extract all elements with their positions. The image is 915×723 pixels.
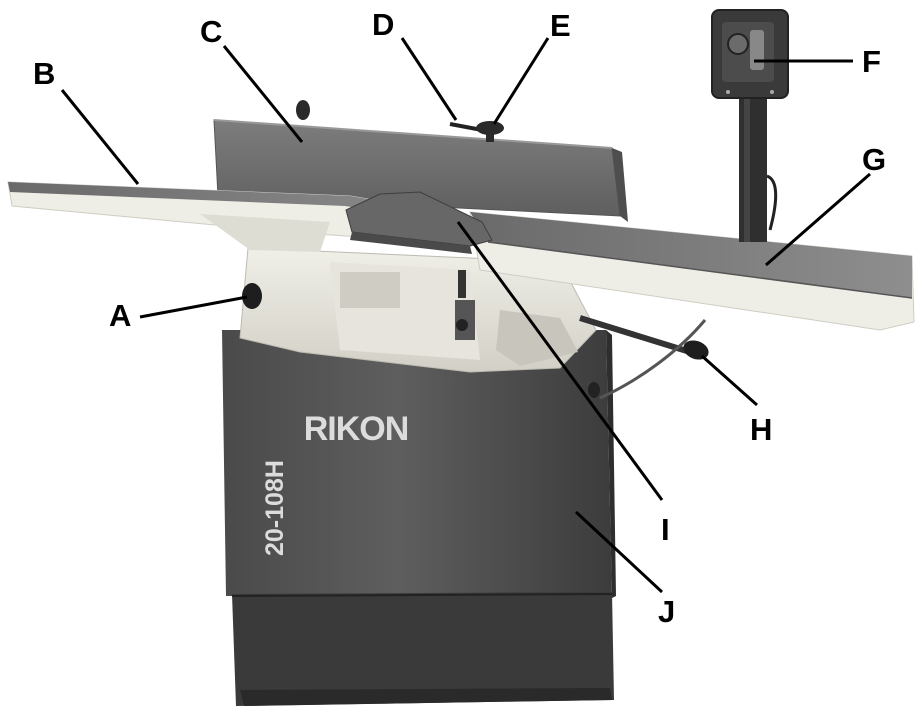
callout-H: H [701,354,772,447]
fence [213,100,628,222]
outfeed-table [469,211,915,331]
callout-label-D: D [372,7,394,42]
callout-label-A: A [109,298,131,333]
callout-B: B [33,56,140,185]
callout-J: J [574,510,675,629]
callout-label-G: G [862,142,886,177]
brand-logo-text: RIKON [304,410,409,448]
callout-E: E [492,8,571,125]
callout-label-B: B [33,56,55,91]
base-casting [239,247,597,373]
callout-label-J: J [658,594,675,629]
callout-D: D [372,7,458,121]
cabinet-stand [222,330,616,706]
cutterhead-guard [345,191,493,254]
callout-label-C: C [200,14,222,49]
callout-I: I [456,221,670,547]
callout-label-H: H [750,412,772,447]
callout-A: A [109,295,248,333]
table-adjust-handle [579,315,709,400]
callout-F: F [754,44,881,79]
model-number-text: 20-108H [261,460,289,556]
callout-label-E: E [550,8,571,43]
switch-post [711,9,789,242]
callout-label-F: F [862,44,881,79]
callout-C: C [200,14,304,143]
callout-label-I: I [661,512,670,547]
callout-G: G [765,142,886,267]
